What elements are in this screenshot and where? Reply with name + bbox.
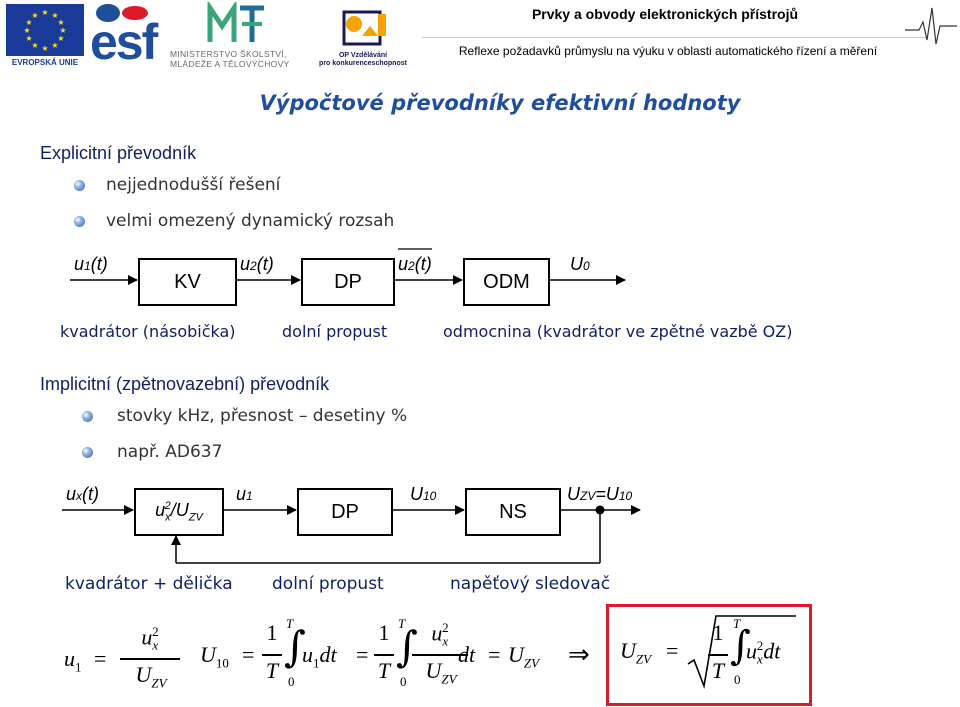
svg-text:★: ★ bbox=[51, 41, 58, 50]
bullet-item: velmi omezený dynamický rozsah bbox=[106, 211, 395, 231]
svg-text:★: ★ bbox=[41, 44, 48, 53]
svg-text:★: ★ bbox=[57, 34, 64, 43]
block-ns: NS bbox=[465, 488, 561, 536]
block-kv: KV bbox=[138, 258, 237, 306]
op-text: OP Vzdělávání pro konkurenceschopnost bbox=[319, 52, 407, 67]
header: ★★★ ★★★ ★★★ ★★★ EVROPSKÁ UNIE esf MINIST… bbox=[0, 0, 960, 78]
section1-heading: Explicitní převodník bbox=[40, 143, 197, 163]
esf-logo: esf bbox=[90, 4, 166, 70]
block-kvadrator-delicka: ux2/UZV bbox=[134, 488, 224, 536]
label-napetovy-sledovac: napěťový sledovač bbox=[450, 574, 611, 594]
implies-icon: ⇒ bbox=[568, 640, 590, 670]
block-dp: DP bbox=[301, 258, 395, 306]
formula-u10: U10 = 1 T T ∫ 0 u1dt = 1 T T ∫ 0 ux2 UZV… bbox=[200, 616, 540, 689]
signal-u2-avg: u2(t) bbox=[398, 254, 432, 274]
svg-text:★: ★ bbox=[25, 34, 32, 43]
diagram2-arrows bbox=[62, 505, 641, 564]
signal-uzv: UZV=U10 bbox=[567, 484, 633, 504]
op-logo-icon bbox=[342, 10, 386, 46]
bullet-icon bbox=[82, 411, 93, 422]
bullet-item: např. AD637 bbox=[117, 442, 223, 462]
block-odm: ODM bbox=[463, 258, 550, 306]
diagram1-arrows bbox=[70, 248, 626, 285]
bullet-item: nejjednodušší řešení bbox=[106, 175, 281, 195]
formula-uzv: UZV = 1 T T ∫ 0 ux2dt bbox=[620, 614, 804, 698]
signal-u0: U0 bbox=[570, 254, 590, 274]
label-dolni-propust: dolní propust bbox=[272, 574, 384, 594]
eu-label: EVROPSKÁ UNIE bbox=[11, 58, 79, 67]
svg-text:★: ★ bbox=[23, 26, 30, 35]
signal-ux: ux(t) bbox=[66, 484, 100, 504]
header-subtitle: Reflexe požadavků průmyslu na výuku v ob… bbox=[458, 44, 878, 58]
label-dolni-propust: dolní propust bbox=[282, 322, 388, 341]
sqrt-icon bbox=[687, 615, 796, 690]
svg-text:★: ★ bbox=[41, 8, 48, 17]
header-divider bbox=[422, 37, 927, 38]
msmt-text: MINISTERSTVO ŠKOLSTVÍ, MLÁDEŽE A TĚLOVÝC… bbox=[170, 49, 290, 69]
slide-title: Výpočtové převodníky efektivní hodnoty bbox=[259, 91, 741, 115]
label-kvadrator: kvadrátor (násobička) bbox=[60, 322, 236, 341]
signal-u2: u2(t) bbox=[240, 254, 274, 274]
svg-text:★: ★ bbox=[57, 18, 64, 27]
bullet-item: stovky kHz, přesnost – desetiny % bbox=[117, 406, 408, 426]
waveform-icon bbox=[905, 7, 957, 45]
result-highlight-box bbox=[606, 604, 812, 706]
formula-u1: u1 = ux2 UZV bbox=[64, 620, 184, 700]
bullet-icon bbox=[74, 180, 85, 191]
block-dp: DP bbox=[297, 488, 393, 536]
msmt-logo-icon bbox=[207, 2, 264, 42]
svg-text:★: ★ bbox=[59, 26, 66, 35]
label-odmocnina: odmocnina (kvadrátor ve zpětné vazbě OZ) bbox=[443, 322, 793, 341]
svg-text:★: ★ bbox=[25, 18, 32, 27]
label-kvadrator-delicka: kvadrátor + dělička bbox=[65, 574, 233, 594]
signal-u1: u1 bbox=[236, 484, 253, 504]
header-title: Prvky a obvody elektronických přístrojů bbox=[531, 6, 799, 22]
section2-heading: Implicitní (zpětnovazební) převodník bbox=[40, 374, 330, 394]
svg-text:★: ★ bbox=[31, 41, 38, 50]
svg-text:★: ★ bbox=[51, 11, 58, 20]
svg-text:★: ★ bbox=[31, 11, 38, 20]
eu-flag-icon: ★★★ ★★★ ★★★ ★★★ bbox=[6, 4, 84, 56]
signal-u1: u1(t) bbox=[74, 254, 108, 274]
signal-u10: U10 bbox=[410, 484, 437, 504]
bullet-icon bbox=[82, 447, 93, 458]
bullet-icon bbox=[74, 216, 85, 227]
